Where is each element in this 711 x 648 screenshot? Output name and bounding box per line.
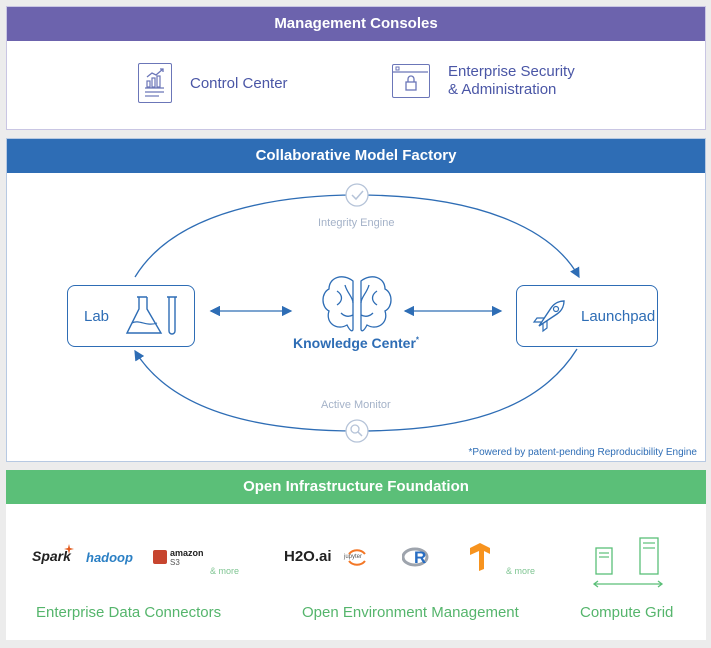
hadoop-logo: hadoop [86,550,133,565]
model-factory-panel: Collaborative Model Factory [6,138,706,462]
check-circle-icon [345,183,369,207]
control-center-label: Control Center [190,74,288,92]
compute-grid-label: Compute Grid [580,604,674,621]
lock-window-icon [392,64,430,98]
jupyter-icon [348,549,366,566]
amazon-logo: amazon [170,548,204,558]
launchpad-label: Launchpad [581,307,656,325]
environment-more: & more [506,566,536,576]
search-circle-icon [345,419,369,443]
data-connectors-label: Enterprise Data Connectors [36,604,222,621]
connectors-more: & more [210,566,240,576]
chart-report-icon [138,63,172,103]
knowledge-center[interactable]: Knowledge Center* [293,335,419,351]
factory-flow-diagram [134,183,580,443]
h2o-logo: H2O.ai [284,548,332,565]
foundation-title: Open Infrastructure Foundation [6,470,706,504]
r-logo: R [414,548,427,567]
compute-grid-icon [592,537,664,588]
monitor-flow-arrow [134,348,578,432]
enterprise-security-label: Enterprise Security [448,63,575,80]
knowledge-center-label: Knowledge Center [293,335,416,351]
management-consoles-title: Management Consoles [7,7,705,41]
footnote: *Powered by patent-pending Reproducibili… [468,447,697,458]
brain-icon [322,276,392,332]
model-factory-title: Collaborative Model Factory [7,139,705,173]
lab-label: Lab [84,307,110,325]
active-monitor-label: Active Monitor [321,399,391,411]
integrity-engine-label: Integrity Engine [318,217,395,229]
management-consoles-panel: Management Consoles Control Center [6,6,706,130]
s3-logo: S3 [170,558,180,567]
administration-label: & Administration [448,81,557,98]
lab-node[interactable]: Lab [67,285,195,347]
r-logo-icon [402,547,429,567]
tensorflow-icon [470,543,490,571]
amazon-s3-icon [153,550,167,564]
spark-star-icon [64,544,74,554]
enterprise-security-item[interactable]: Enterprise Security & Administration [392,63,575,99]
rocket-icon [532,300,565,333]
environment-management-label: Open Environment Management [302,604,519,621]
launchpad-node[interactable]: Launchpad [516,285,658,347]
lab-flask-icon [125,296,178,335]
jupyter-logo: jupyter [344,554,363,560]
control-center-item[interactable]: Control Center [138,63,288,103]
knowledge-center-mark: * [415,335,420,345]
integrity-flow-arrow [134,194,580,279]
spark-logo: Spark [32,548,71,564]
infrastructure-foundation-panel: Open Infrastructure Foundation Spark had… [6,470,706,640]
